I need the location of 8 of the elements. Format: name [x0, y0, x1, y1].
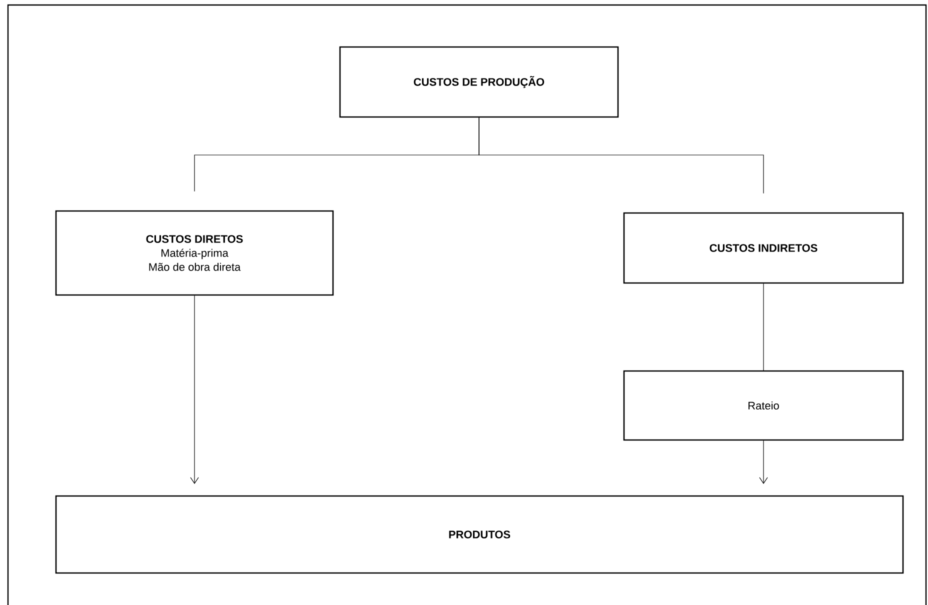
process-box: CUSTOS DE PRODUÇÃO	[339, 46, 619, 118]
process-box: PRODUTOS	[55, 495, 904, 574]
arrow	[759, 440, 768, 484]
connector-line	[478, 117, 764, 194]
process-box: CUSTOS INDIRETOS	[623, 212, 904, 284]
process-box: CUSTOS DIRETOS Matéria-prima Mão de obra direta	[55, 210, 334, 296]
process-box: Rateio	[623, 370, 904, 441]
arrow	[190, 295, 199, 484]
